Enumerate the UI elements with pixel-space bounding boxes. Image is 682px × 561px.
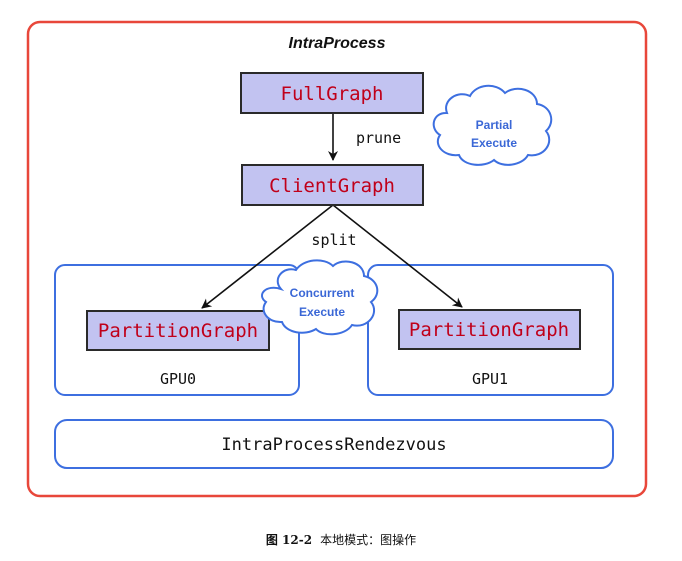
fullgraph-node xyxy=(240,72,424,114)
partition-label-right: PartitionGraph xyxy=(409,319,569,341)
split-arrow-left xyxy=(201,204,334,309)
gpu0-label: GPU0 xyxy=(160,370,196,388)
rendezvous-box xyxy=(54,419,614,469)
gpu1-label: GPU1 xyxy=(472,370,508,388)
concurrent-execute-line-1: Concurrent xyxy=(290,286,355,300)
partial-execute-cloud: Partial Execute xyxy=(432,84,553,166)
intraprocess-diagram: IntraProcess IntraProcessRendezvous prun… xyxy=(26,20,648,498)
partial-execute-line-2: Execute xyxy=(471,136,517,150)
prune-label: prune xyxy=(356,129,401,147)
clientgraph-label: ClientGraph xyxy=(269,175,395,197)
partition-node-left xyxy=(86,310,270,351)
rendezvous-label: IntraProcessRendezvous xyxy=(221,435,446,455)
figure-number: 图 12-2 xyxy=(265,533,313,547)
partial-execute-line-1: Partial xyxy=(476,118,513,132)
diagram-title: IntraProcess xyxy=(289,35,386,52)
split-label: split xyxy=(311,231,356,249)
figure-caption-text: 本地模式：图操作 xyxy=(320,533,417,547)
partition-label-left: PartitionGraph xyxy=(98,320,258,342)
figure-caption: 图 12-2 本地模式：图操作 xyxy=(0,531,682,548)
concurrent-execute-cloud: Concurrent Execute xyxy=(261,259,379,336)
partition-node-right xyxy=(398,309,581,350)
concurrent-execute-line-2: Execute xyxy=(299,305,345,319)
clientgraph-node xyxy=(241,164,424,206)
split-arrow-right xyxy=(332,204,463,308)
fullgraph-label: FullGraph xyxy=(281,83,384,105)
